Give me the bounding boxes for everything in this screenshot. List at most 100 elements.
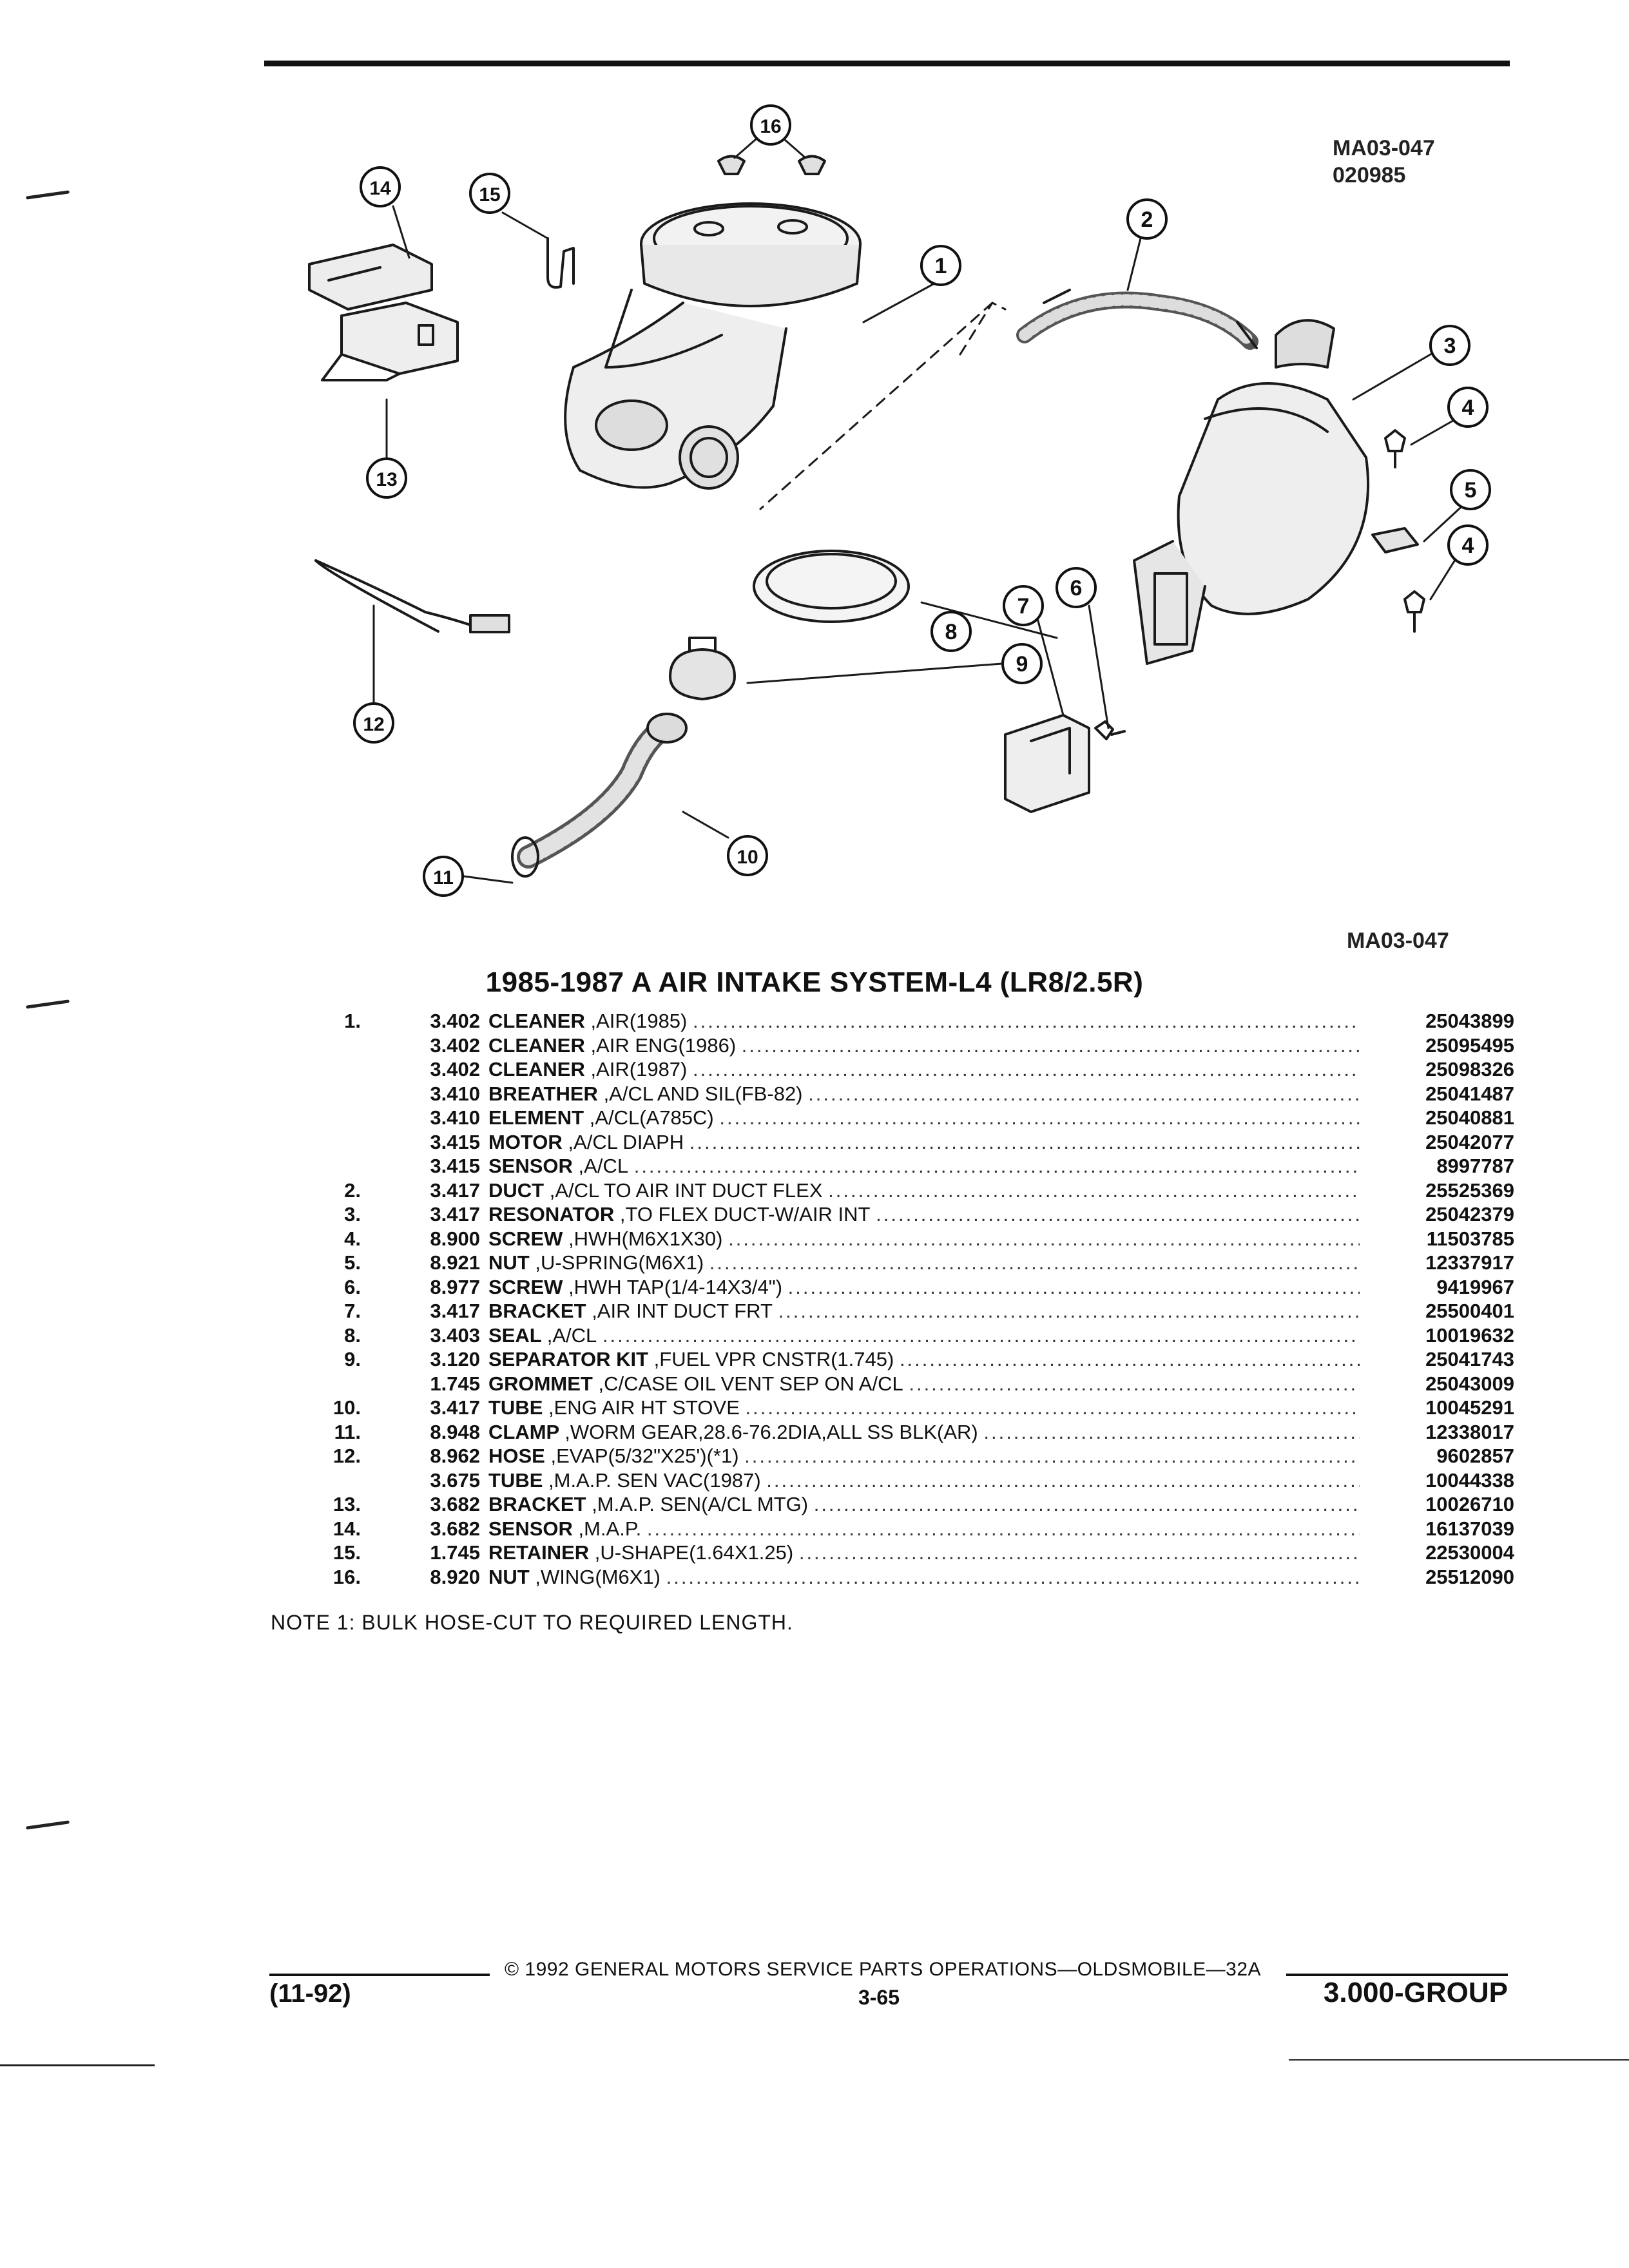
part-name: MOTOR xyxy=(488,1130,563,1153)
part-detail: ,C/CASE OIL VENT SEP ON A/CL xyxy=(598,1372,903,1395)
drawing-id-bottom: MA03-047 xyxy=(1347,928,1449,953)
group-number: 3.682 xyxy=(430,1493,480,1515)
part-detail: ,AIR(1985) xyxy=(590,1010,688,1032)
callout-4b-label: 4 xyxy=(1462,533,1474,558)
page-number: 3-65 xyxy=(858,1986,900,2009)
part-description: RETAINER ,U-SHAPE(1.64X1.25) ...........… xyxy=(488,1541,1360,1565)
group-number: 3.410 xyxy=(430,1106,480,1129)
part-number: 25041743 xyxy=(1425,1348,1514,1370)
part-name: ELEMENT xyxy=(488,1106,584,1129)
callout-9-label: 9 xyxy=(1016,652,1028,677)
part-detail: ,AIR INT DUCT FRT xyxy=(592,1300,773,1322)
part-name: SENSOR xyxy=(488,1517,573,1540)
callout-16: 16 xyxy=(750,104,791,146)
dot-leader: ........................................… xyxy=(778,1300,1360,1322)
tube-10-part xyxy=(517,713,688,869)
part-number: 10026710 xyxy=(1425,1493,1514,1515)
ref-number: 9. xyxy=(344,1348,361,1370)
dot-leader: ........................................… xyxy=(828,1178,1360,1202)
dot-leader: ........................................… xyxy=(787,1275,1360,1298)
dot-leader: ........................................… xyxy=(728,1227,1360,1250)
part-detail: ,A/CL DIAPH xyxy=(568,1130,684,1153)
ref-number: 4. xyxy=(344,1227,361,1250)
screws-4-part xyxy=(1384,429,1425,633)
group-number: 3.417 xyxy=(430,1203,480,1225)
part-name: RESONATOR xyxy=(488,1203,615,1225)
group-number: 1.745 xyxy=(430,1541,480,1564)
part-description: SCREW ,HWH(M6X1X30) ....................… xyxy=(488,1227,1360,1251)
part-name: BRACKET xyxy=(488,1493,586,1515)
group-number: 1.745 xyxy=(430,1372,480,1395)
part-name: NUT xyxy=(488,1565,530,1588)
group-label: 3.000-GROUP xyxy=(1323,1977,1508,2008)
group-number: 3.682 xyxy=(430,1517,480,1540)
part-number: 25500401 xyxy=(1425,1300,1514,1322)
dot-leader: ........................................… xyxy=(693,1058,1360,1081)
part-detail: ,HWH TAP(1/4-14X3/4") xyxy=(568,1275,783,1298)
group-number: 3.675 xyxy=(430,1468,480,1492)
callout-9: 9 xyxy=(1001,643,1043,684)
dot-leader: ........................................… xyxy=(693,1010,1360,1032)
ref-number: 6. xyxy=(344,1275,361,1298)
list-item: 3.410 ELEMENT ,A/CL(A785C) ..............… xyxy=(309,1106,1514,1130)
group-number: 8.977 xyxy=(430,1275,480,1298)
group-number: 8.948 xyxy=(430,1420,480,1443)
ref-number: 11. xyxy=(334,1420,361,1443)
group-number: 3.410 xyxy=(430,1082,480,1105)
callout-8-label: 8 xyxy=(945,620,958,644)
retainer-15-part xyxy=(546,237,575,289)
binder-mark xyxy=(25,190,70,200)
part-description: SCREW ,HWH TAP(1/4-14X3/4") ............… xyxy=(488,1275,1360,1300)
part-detail: ,A/CL(A785C) xyxy=(589,1106,714,1129)
part-description: GROMMET ,C/CASE OIL VENT SEP ON A/CL ...… xyxy=(488,1372,1360,1396)
callout-11: 11 xyxy=(423,856,464,897)
part-number: 10045291 xyxy=(1425,1396,1514,1419)
callout-14-label: 14 xyxy=(369,178,391,199)
part-name: SCREW xyxy=(488,1227,563,1250)
part-name: CLEANER xyxy=(488,1033,585,1057)
callout-12: 12 xyxy=(353,702,394,744)
footnote: NOTE 1: BULK HOSE-CUT TO REQUIRED LENGTH… xyxy=(271,1611,793,1634)
dot-leader: ........................................… xyxy=(602,1323,1360,1347)
part-description: SEPARATOR KIT ,FUEL VPR CNSTR(1.745) ...… xyxy=(488,1347,1360,1372)
bracket-7-part xyxy=(1004,714,1090,813)
part-name: DUCT xyxy=(488,1178,545,1202)
dot-leader: ........................................… xyxy=(744,1445,1360,1467)
part-name: NUT xyxy=(488,1251,530,1274)
part-number: 22530004 xyxy=(1425,1541,1514,1564)
part-detail: ,A/CL AND SIL(FB-82) xyxy=(603,1082,803,1105)
ref-number: 5. xyxy=(344,1251,361,1274)
callout-14: 14 xyxy=(360,166,401,207)
part-detail: ,A/CL xyxy=(578,1155,629,1177)
part-name: HOSE xyxy=(488,1445,545,1467)
part-description: SENSOR ,M.A.P. .........................… xyxy=(488,1517,1360,1541)
callout-12-label: 12 xyxy=(363,714,384,735)
part-detail: ,M.A.P. SEN(A/CL MTG) xyxy=(592,1493,809,1515)
flex-duct-part xyxy=(1016,289,1258,350)
part-detail: ,FUEL VPR CNSTR(1.745) xyxy=(653,1348,894,1370)
group-number: 3.415 xyxy=(430,1130,480,1153)
group-number: 3.417 xyxy=(430,1178,480,1202)
dot-leader: ........................................… xyxy=(813,1493,1360,1515)
callout-4b: 4 xyxy=(1447,524,1489,566)
part-description: HOSE ,EVAP(5/32"X25')(*1) ..............… xyxy=(488,1444,1360,1468)
binder-mark xyxy=(25,1820,70,1830)
dot-leader: ........................................… xyxy=(808,1082,1360,1105)
part-detail: ,M.A.P. xyxy=(578,1517,642,1540)
part-number: 25040881 xyxy=(1425,1106,1514,1129)
group-number: 3.417 xyxy=(430,1300,480,1322)
part-detail: ,U-SPRING(M6X1) xyxy=(535,1251,704,1274)
dot-leader: ........................................… xyxy=(719,1106,1360,1129)
